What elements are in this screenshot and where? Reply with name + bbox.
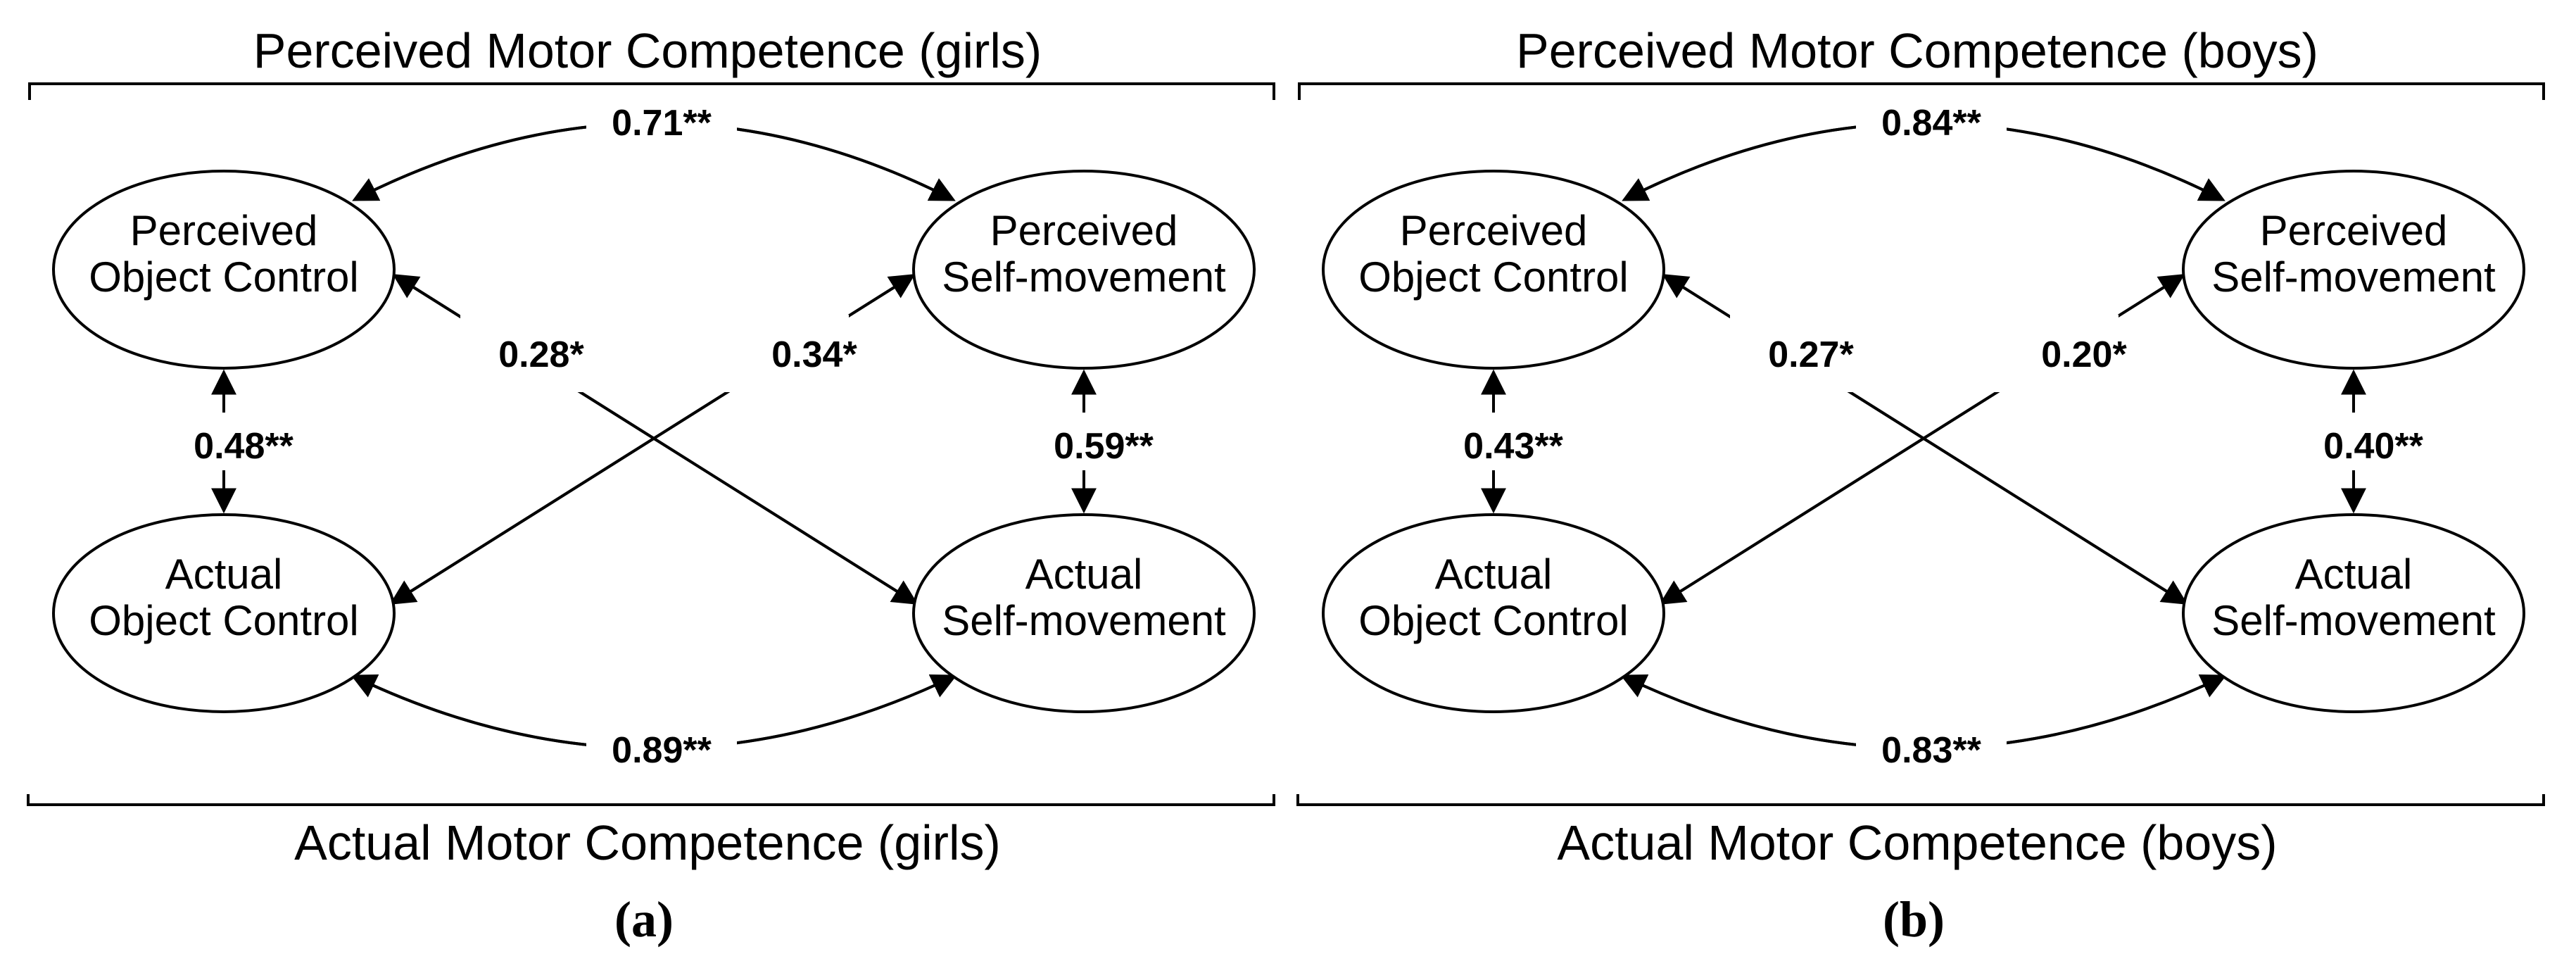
correlation-value-top: 0.84**: [1881, 103, 1981, 144]
panel-a: Perceived Motor Competence (girls) Actua…: [27, 23, 1275, 948]
correlation-value-right: 0.59**: [1054, 426, 1154, 467]
bottom-bracket: [1296, 794, 2545, 806]
panel-b: Perceived Motor Competence (boys) Actual…: [1270, 0, 2558, 961]
correlation-value-cross-right: 0.20*: [2041, 334, 2127, 375]
label-mask: [687, 315, 849, 392]
node-label: Actual: [165, 551, 283, 598]
node-perceived-self-movement: [912, 170, 1256, 370]
node-label: Actual: [1435, 551, 1553, 598]
node-label: Self-movement: [2211, 253, 2496, 301]
node-actual-self-movement: [2182, 513, 2525, 713]
node-label: Object Control: [1358, 253, 1629, 301]
node-label: Self-movement: [2211, 597, 2496, 644]
node-perceived-self-movement: [2182, 170, 2525, 370]
correlation-value-bottom: 0.89**: [612, 730, 712, 771]
node-label: Object Control: [89, 253, 359, 301]
top-bracket: [28, 82, 1275, 100]
node-actual-object-control: [1322, 513, 1665, 713]
label-mask: [1856, 722, 2007, 774]
label-mask: [460, 315, 622, 392]
node-label: Self-movement: [942, 253, 1226, 301]
bottom-bracket: [27, 794, 1275, 806]
bottom-title: Actual Motor Competence (boys): [1557, 815, 2277, 870]
correlation-value-bottom: 0.83**: [1881, 730, 1981, 771]
label-mask: [586, 722, 737, 774]
node-label: Self-movement: [942, 597, 1226, 644]
node-label: Object Control: [1358, 597, 1629, 644]
node-label: Actual: [1025, 551, 1143, 598]
correlation-value-cross-right: 0.34*: [771, 334, 857, 375]
node-perceived-object-control: [1322, 170, 1665, 370]
correlation-value-cross-left: 0.28*: [498, 334, 584, 375]
node-label: Actual: [2295, 551, 2413, 598]
node-actual-object-control: [52, 513, 396, 713]
label-mask: [586, 95, 737, 147]
node-actual-self-movement: [912, 513, 1256, 713]
node-label: Perceived: [130, 207, 318, 254]
top-title: Perceived Motor Competence (girls): [253, 23, 1042, 78]
panel-caption: (b): [1883, 891, 1945, 948]
correlation-value-top: 0.71**: [612, 103, 712, 144]
bottom-title: Actual Motor Competence (girls): [294, 815, 1001, 870]
node-label: Perceived: [1400, 207, 1588, 254]
node-label: Perceived: [990, 207, 1178, 254]
top-bracket: [1298, 82, 2545, 100]
node-label: Object Control: [89, 597, 359, 644]
panel-b-diagram: Perceived Motor Competence (boys) Actual…: [1296, 23, 2545, 948]
node-label: Perceived: [2260, 207, 2448, 254]
panel-caption: (a): [614, 891, 674, 948]
correlation-value-left: 0.48**: [194, 426, 293, 467]
label-mask: [1957, 315, 2119, 392]
label-mask: [1730, 315, 1892, 392]
correlation-value-right: 0.40**: [2323, 426, 2423, 467]
panel-a-diagram: Perceived Motor Competence (girls) Actua…: [27, 23, 1275, 948]
node-perceived-object-control: [52, 170, 396, 370]
correlation-value-left: 0.43**: [1463, 426, 1563, 467]
label-mask: [1856, 95, 2007, 147]
correlation-value-cross-left: 0.27*: [1768, 334, 1854, 375]
top-title: Perceived Motor Competence (boys): [1516, 23, 2318, 78]
